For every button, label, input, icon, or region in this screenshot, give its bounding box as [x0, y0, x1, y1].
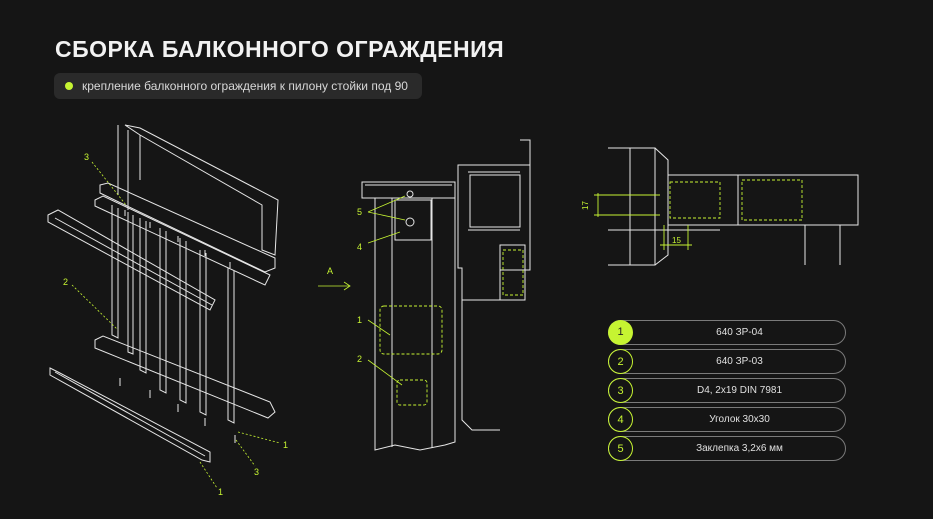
section-profiles — [379, 249, 524, 406]
legend-item-3: 3 D4, 2x19 DIN 7981 — [608, 378, 846, 403]
dim-17: 17 — [581, 201, 590, 210]
section-label-5: 5 — [357, 207, 362, 217]
subtitle-badge: крепление балконного ограждения к пилону… — [54, 73, 422, 99]
detail-view — [608, 147, 859, 266]
section-label-2: 2 — [357, 354, 362, 364]
legend-text: Уголок 30x30 — [709, 414, 770, 425]
legend-text: D4, 2x19 DIN 7981 — [696, 385, 783, 396]
iso-label-1: 1 — [283, 440, 288, 450]
legend-item-2: 2 640 ЗР-03 — [608, 349, 846, 374]
iso-label-3: 3 — [84, 152, 89, 162]
legend-text: Заклепка 3,2x6 мм — [696, 443, 783, 454]
detail-profiles — [594, 179, 803, 250]
section-leaders — [318, 195, 406, 386]
legend-number: 3 — [608, 378, 633, 403]
dim-15: 15 — [672, 236, 681, 245]
legend-number: 5 — [608, 436, 633, 461]
iso-label-3b: 3 — [254, 467, 259, 477]
legend-text: 640 ЗР-04 — [716, 327, 763, 338]
iso-leaders — [71, 161, 281, 489]
iso-label-1b: 1 — [218, 487, 223, 497]
bullet-dot-icon — [65, 82, 73, 90]
section-label-4: 4 — [357, 242, 362, 252]
legend-text: 640 ЗР-03 — [716, 356, 763, 367]
legend-item-5: 5 Заклепка 3,2x6 мм — [608, 436, 846, 461]
legend-number: 2 — [608, 349, 633, 374]
legend-number: 4 — [608, 407, 633, 432]
view-arrow-label: А — [327, 266, 333, 276]
isometric-view — [47, 124, 279, 463]
section-view — [361, 139, 531, 451]
subtitle-text: крепление балконного ограждения к пилону… — [82, 79, 408, 93]
iso-label-2: 2 — [63, 277, 68, 287]
legend-item-1: 1 640 ЗР-04 — [608, 320, 846, 345]
legend-number: 1 — [608, 320, 633, 345]
section-label-1: 1 — [357, 315, 362, 325]
legend-item-4: 4 Уголок 30x30 — [608, 407, 846, 432]
page-title: СБОРКА БАЛКОННОГО ОГРАЖДЕНИЯ — [55, 36, 505, 62]
